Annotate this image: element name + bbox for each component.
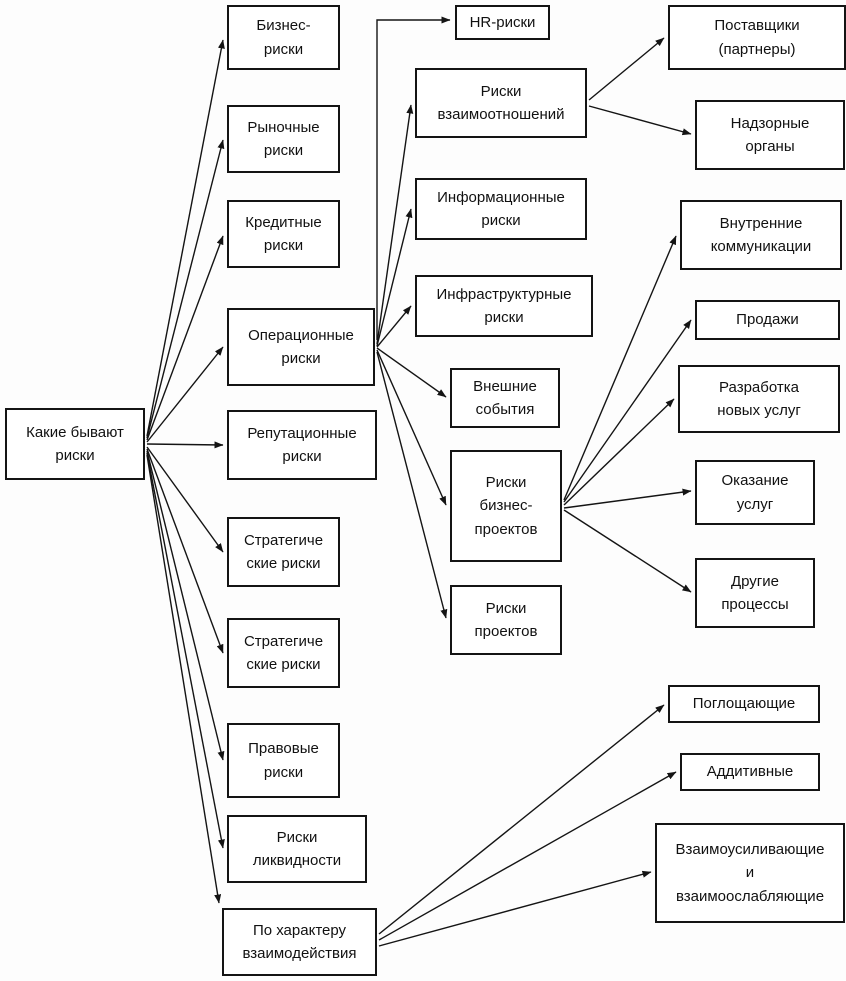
node-new-services-development: Разработка новых услуг	[678, 365, 840, 433]
node-internal-communications: Внутренние коммуникации	[680, 200, 842, 270]
node-infrastructure-risks: Инфраструктурные риски	[415, 275, 593, 337]
node-other-processes: Другие процессы	[695, 558, 815, 628]
node-additive: Аддитивные	[680, 753, 820, 791]
node-suppliers-partners: Поставщики (партнеры)	[668, 5, 846, 70]
node-supervisory-bodies: Надзорные органы	[695, 100, 845, 170]
node-business-project-risks: Риски бизнес- проектов	[450, 450, 562, 562]
node-hr-risks: HR-риски	[455, 5, 550, 40]
node-absorbing: Поглощающие	[668, 685, 820, 723]
node-root-what-risks-exist: Какие бывают риски	[5, 408, 145, 480]
node-strategic-risks-1: Стратегиче ские риски	[227, 517, 340, 587]
node-operational-risks: Операционные риски	[227, 308, 375, 386]
node-by-interaction-type: По характеру взаимодействия	[222, 908, 377, 976]
node-external-events: Внешние события	[450, 368, 560, 428]
node-liquidity-risks: Риски ликвидности	[227, 815, 367, 883]
node-reputational-risks: Репутационные риски	[227, 410, 377, 480]
node-relationship-risks: Риски взаимоотношений	[415, 68, 587, 138]
node-market-risks: Рыночные риски	[227, 105, 340, 173]
node-information-risks: Информационные риски	[415, 178, 587, 240]
node-sales: Продажи	[695, 300, 840, 340]
node-project-risks: Риски проектов	[450, 585, 562, 655]
node-mutual-reinforcing-weakening: Взаимоусиливающие и взаимоослабляющие	[655, 823, 845, 923]
node-credit-risks: Кредитные риски	[227, 200, 340, 268]
node-strategic-risks-2: Стратегиче ские риски	[227, 618, 340, 688]
node-service-provision: Оказание услуг	[695, 460, 815, 525]
node-business-risks: Бизнес- риски	[227, 5, 340, 70]
node-legal-risks: Правовые риски	[227, 723, 340, 798]
